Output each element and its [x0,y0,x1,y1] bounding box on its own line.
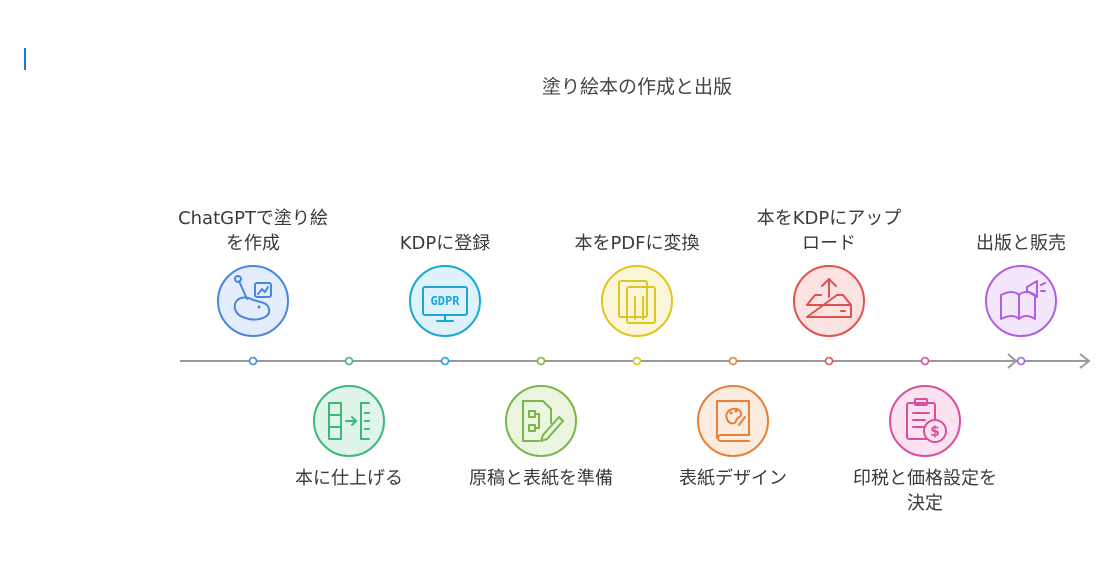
timeline-dot [728,356,738,366]
timeline-dot [824,356,834,366]
step-label: ChatGPTで塗り絵を作成 [178,208,328,254]
step-label: 出版と販売 [976,233,1066,254]
step-circle [601,265,673,337]
svg-text:GDPR: GDPR [431,294,461,308]
text-cursor [24,48,26,70]
step-circle [217,265,289,337]
upload-tray-icon [806,278,852,318]
book-megaphone-icon [1000,280,1046,320]
diagram-title: 塗り絵本の作成と出版 [541,76,732,98]
timeline-dot [440,356,450,366]
paint-brush-elephant-icon [233,275,272,321]
step-label: 表紙デザイン [679,468,787,489]
document-edit-icon [522,400,564,442]
step-circle [505,385,577,457]
step-label: 印税と価格設定を決定 [853,468,997,514]
gdpr-monitor-icon: GDPR [422,286,468,322]
step-circle [409,265,481,337]
palette-book-icon [716,400,750,442]
step-label: KDPに登録 [399,233,491,254]
timeline-dot [248,356,258,366]
timeline-dot [920,356,930,366]
step-label: 本をPDFに変換 [574,233,700,254]
pdf-pages-icon [618,280,656,324]
step-label: 本に仕上げる [295,468,403,489]
timeline-dot [344,356,354,366]
step-circle [697,385,769,457]
step-circle [985,265,1057,337]
layout-columns-icon [328,402,370,440]
timeline-chevron-icon [1007,353,1018,369]
svg-text:$: $ [930,424,940,440]
timeline-dot [1016,356,1026,366]
timeline-dot [632,356,642,366]
step-label: 原稿と表紙を準備 [469,468,613,489]
timeline-dot [536,356,546,366]
timeline-arrow-icon [1079,353,1091,369]
step-label: 本をKDPにアップロード [756,208,902,254]
clipboard-dollar-icon: $ [906,398,947,443]
